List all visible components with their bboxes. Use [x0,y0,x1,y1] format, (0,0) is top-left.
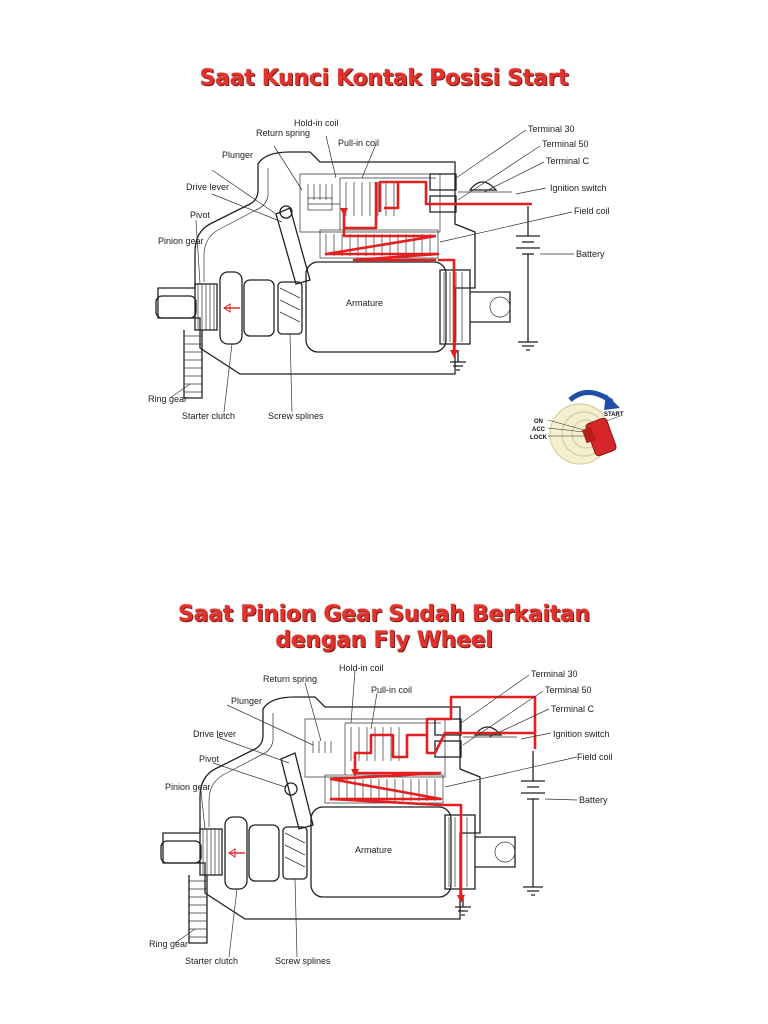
label-ignition-switch: Ignition switch [550,183,607,193]
drive-lever [280,752,314,830]
label-starter-clutch: Starter clutch [182,411,235,421]
starter-diagram-engaged: Hold-in coil Return spring Pull-in coil … [149,663,613,966]
label-ring-gear: Ring gear [149,939,188,949]
label-pinion-gear: Pinion gear [158,236,204,246]
pinion-gear [160,828,223,876]
label-starter-clutch: Starter clutch [185,956,238,966]
title-key-start: Saat Kunci Kontak Posisi Start [199,66,569,91]
ground-symbol [450,350,466,371]
current-path [324,180,532,358]
label-pull-in-coil: Pull-in coil [371,685,412,695]
armature-body [305,261,511,353]
terminals-block [429,173,512,213]
starter-clutch [224,816,280,890]
screw-splines [282,826,308,880]
label-terminal-50: Terminal 50 [542,139,589,149]
label-pivot: Pivot [199,754,220,764]
label-drive-lever: Drive lever [186,182,229,192]
title-pinion-engaged-line1: Saat Pinion Gear Sudah Berkaitan [178,602,590,627]
housing-outline [157,151,476,375]
label-hold-in-coil: Hold-in coil [339,663,384,673]
label-field-coil: Field coil [577,752,613,762]
ground-symbol [455,895,471,916]
ring-gear [188,875,208,944]
label-screw-splines: Screw splines [268,411,324,421]
label-terminal-30: Terminal 30 [531,669,578,679]
leader-lines [169,129,574,413]
key-label-on: ON [534,419,543,425]
screw-splines [277,281,303,335]
label-battery: Battery [576,249,605,259]
label-ignition-switch: Ignition switch [553,729,610,739]
label-ring-gear: Ring gear [148,394,187,404]
current-path [329,695,537,903]
key-label-lock: LOCK [530,435,548,441]
label-hold-in-coil: Hold-in coil [294,118,339,128]
title-pinion-engaged-line2: dengan Fly Wheel [275,628,493,653]
label-pull-in-coil: Pull-in coil [338,138,379,148]
label-armature: Armature [346,298,383,308]
housing-outline [162,696,481,920]
key-label-start: START [604,412,624,418]
battery-symbol [516,206,540,351]
label-return-spring: Return spring [263,674,317,684]
label-terminal-c: Terminal C [546,156,590,166]
armature-body [310,806,516,898]
label-field-coil: Field coil [574,206,610,216]
battery-symbol [521,751,545,896]
label-drive-lever: Drive lever [193,729,236,739]
label-plunger: Plunger [231,696,262,706]
label-plunger: Plunger [222,150,253,160]
label-pivot: Pivot [190,210,211,220]
solenoid-coils [307,182,395,216]
label-battery: Battery [579,795,608,805]
leader-lines [174,670,578,958]
terminals-block [434,718,517,758]
label-terminal-c: Terminal C [551,704,595,714]
solenoid-coils [312,727,400,761]
label-return-spring: Return spring [256,128,310,138]
pinion-gear [155,283,218,331]
label-screw-splines: Screw splines [275,956,331,966]
starter-diagram-start: Hold-in coil Return spring Pull-in coil … [148,118,610,421]
ignition-key-switch: ON ACC LOCK START [530,390,624,465]
label-terminal-50: Terminal 50 [545,685,592,695]
ring-gear [183,330,203,399]
starter-clutch [219,271,275,345]
label-armature: Armature [355,845,392,855]
label-terminal-30: Terminal 30 [528,124,575,134]
label-pinion-gear: Pinion gear [165,782,211,792]
key-label-acc: ACC [532,427,546,433]
drive-lever [275,205,311,285]
